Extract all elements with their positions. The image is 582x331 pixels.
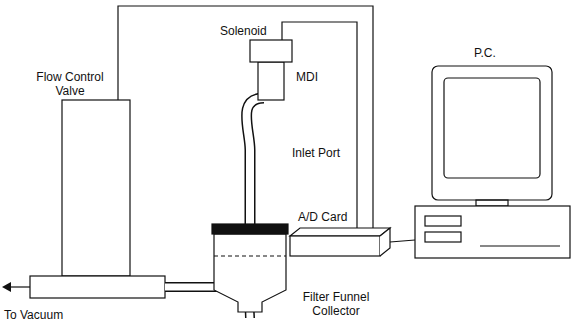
- collector-cap: [212, 224, 288, 234]
- part-label: MDI: [296, 70, 318, 84]
- card-side: [380, 228, 390, 256]
- part-label: Filter Funnel Collector: [294, 290, 378, 318]
- part-label: A/D Card: [298, 210, 347, 224]
- mdi-canister: [258, 62, 284, 100]
- card-cable: [390, 240, 415, 242]
- part-label: Inlet Port: [292, 146, 340, 160]
- filter-line: [214, 255, 286, 256]
- collector-body: [214, 234, 286, 312]
- solenoid-wire: [282, 22, 357, 228]
- system-unit: [415, 206, 570, 258]
- monitor: [432, 66, 552, 200]
- vacuum-line: [8, 286, 30, 287]
- inlet-tube-outer: [247, 98, 265, 226]
- solenoid-box: [250, 40, 292, 62]
- part-label: Flow Control Valve: [28, 70, 112, 98]
- drive-slot: [425, 216, 461, 226]
- valve-body: [62, 100, 130, 276]
- part-label: To Vacuum: [4, 308, 63, 322]
- card-front: [290, 236, 380, 256]
- vacuum-arrowhead: [2, 282, 11, 292]
- monitor-stand: [476, 200, 508, 206]
- valve-wire: [118, 6, 373, 228]
- card-top: [290, 228, 390, 236]
- part-label: P.C.: [474, 46, 496, 60]
- part-label: Solenoid: [220, 24, 267, 38]
- screen: [444, 78, 540, 178]
- drive-slot: [425, 232, 461, 242]
- valve-base: [30, 276, 165, 298]
- inlet-tube-inner: [247, 98, 265, 226]
- panel-line: [480, 245, 560, 246]
